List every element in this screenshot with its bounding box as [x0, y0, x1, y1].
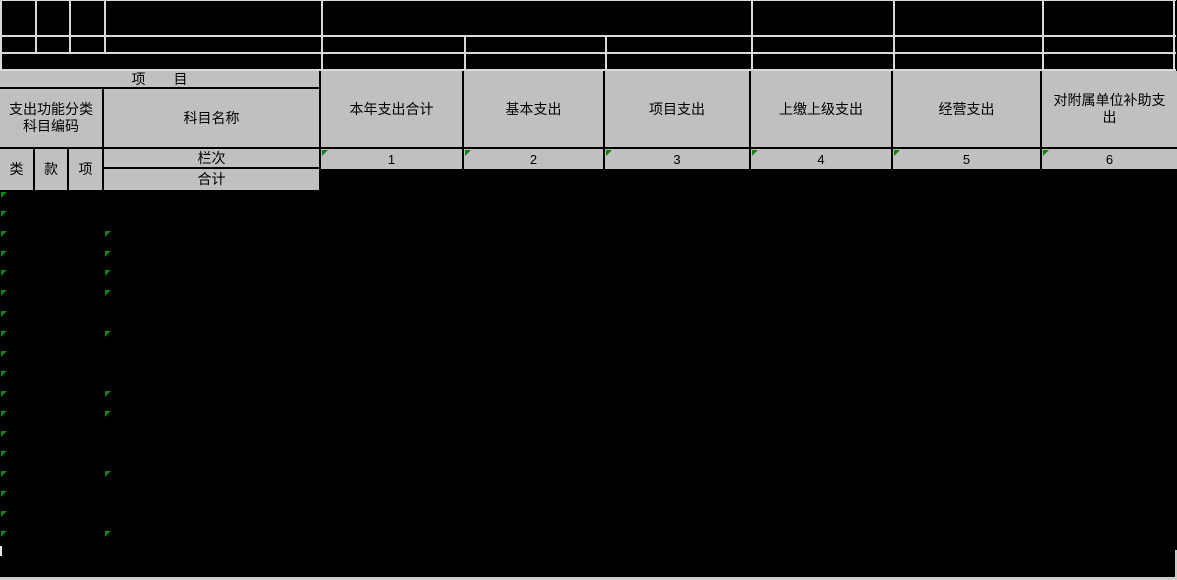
column-number-cell[interactable]: 1 [321, 149, 464, 169]
class-label: 类 [9, 161, 24, 177]
error-indicator-icon [1, 511, 7, 517]
column-number-cell[interactable]: 2 [464, 149, 605, 169]
error-indicator-icon [1, 251, 7, 257]
error-indicator-icon [322, 150, 328, 156]
error-indicator-icon [1, 451, 7, 457]
project-header-cell[interactable]: 项 目 [0, 71, 321, 89]
gridline [35, 0, 37, 53]
gridline [0, 35, 1176, 37]
error-indicator-icon [1, 331, 7, 337]
error-indicator-icon [1, 411, 7, 417]
empty-title-row-1[interactable] [0, 0, 1177, 35]
column-header-cell[interactable]: 项目支出 [605, 71, 751, 149]
code-header-cell[interactable]: 支出功能分类 科目编码 [0, 89, 104, 149]
gridline [1173, 0, 1175, 71]
item-label: 项 [78, 161, 93, 177]
item-column-cell[interactable]: 项 [69, 149, 104, 190]
error-indicator-icon [606, 150, 612, 156]
row-index-label-cell[interactable]: 栏次 [104, 149, 321, 169]
gridline [0, 0, 1176, 1]
column-header-cell[interactable]: 上缴上级支出 [751, 71, 893, 149]
error-indicator-icon [105, 331, 111, 337]
error-indicator-icon [465, 150, 471, 156]
gridline [751, 0, 753, 71]
column-number-label: 5 [962, 151, 971, 167]
gridline [605, 35, 607, 71]
class-column-cell[interactable]: 类 [0, 149, 35, 190]
column-number-label: 1 [387, 151, 396, 167]
error-indicator-icon [105, 471, 111, 477]
error-indicator-icon [1, 431, 7, 437]
error-indicator-icon [1, 391, 7, 397]
gridline [464, 35, 466, 71]
error-indicator-icon [1, 491, 7, 497]
row-index-label: 栏次 [197, 149, 226, 166]
error-indicator-icon [1043, 150, 1049, 156]
column-header-cell[interactable]: 经营支出 [893, 71, 1042, 149]
error-indicator-icon [105, 270, 111, 276]
error-indicator-icon [1, 270, 7, 276]
error-indicator-icon [752, 150, 758, 156]
column-header-label: 经营支出 [938, 100, 995, 117]
error-indicator-icon [1, 211, 7, 217]
column-header-label: 本年支出合计 [349, 100, 434, 117]
subject-name-header-cell[interactable]: 科目名称 [104, 89, 321, 149]
empty-title-row-2[interactable] [0, 35, 1177, 52]
column-header-cell[interactable]: 对附属单位补助支出 [1042, 71, 1177, 149]
error-indicator-icon [105, 290, 111, 296]
section-column-cell[interactable]: 款 [35, 149, 69, 190]
gridline [0, 52, 1176, 54]
column-number-cell[interactable]: 3 [605, 149, 751, 169]
total-row-label-cell[interactable]: 合计 [104, 169, 321, 190]
window-bottom-edge [0, 577, 1177, 580]
column-number-label: 6 [1105, 151, 1114, 167]
error-indicator-icon [1, 531, 7, 537]
column-header-label: 上缴上级支出 [779, 100, 863, 117]
total-label: 合计 [197, 171, 226, 187]
gridline [0, 0, 2, 71]
error-indicator-icon [105, 391, 111, 397]
error-indicator-icon [1, 371, 7, 377]
gridline [893, 0, 895, 71]
error-indicator-icon [105, 251, 111, 257]
project-header-label: 项 目 [131, 71, 188, 87]
sheet-body[interactable] [0, 190, 1177, 577]
gridline [0, 69, 1176, 71]
column-number-cell[interactable]: 4 [751, 149, 893, 169]
error-indicator-icon [1, 290, 7, 296]
error-indicator-icon [105, 411, 111, 417]
column-header-cell[interactable]: 本年支出合计 [321, 71, 464, 149]
error-indicator-icon [1, 471, 7, 477]
column-number-cell[interactable]: 6 [1042, 149, 1177, 169]
gridline [321, 0, 323, 71]
column-header-label: 对附属单位补助支出 [1053, 92, 1166, 125]
error-indicator-icon [1, 231, 7, 237]
error-indicator-icon [1, 351, 7, 357]
gridline [69, 0, 71, 53]
subject-name-label: 科目名称 [183, 109, 240, 126]
column-number-label: 3 [673, 151, 681, 167]
section-label: 款 [44, 161, 58, 177]
error-indicator-icon [105, 231, 111, 237]
code-header-line2: 科目编码 [23, 118, 79, 134]
column-number-label: 2 [529, 151, 538, 167]
column-header-label: 项目支出 [649, 100, 705, 117]
gridline [104, 0, 106, 53]
error-indicator-icon [105, 531, 111, 537]
error-indicator-icon [894, 150, 900, 156]
error-indicator-icon [1, 192, 7, 198]
column-number-cell[interactable]: 5 [893, 149, 1042, 169]
column-header-label: 基本支出 [505, 100, 562, 117]
column-header-cell[interactable]: 基本支出 [464, 71, 605, 149]
error-indicator-icon [1, 311, 7, 317]
column-number-label: 4 [817, 151, 825, 167]
gridline [1042, 0, 1044, 71]
empty-title-row-3[interactable] [0, 52, 1177, 71]
window-right-edge [1175, 550, 1177, 580]
code-header-line1: 支出功能分类 [9, 101, 93, 117]
selection-tick [0, 546, 2, 556]
